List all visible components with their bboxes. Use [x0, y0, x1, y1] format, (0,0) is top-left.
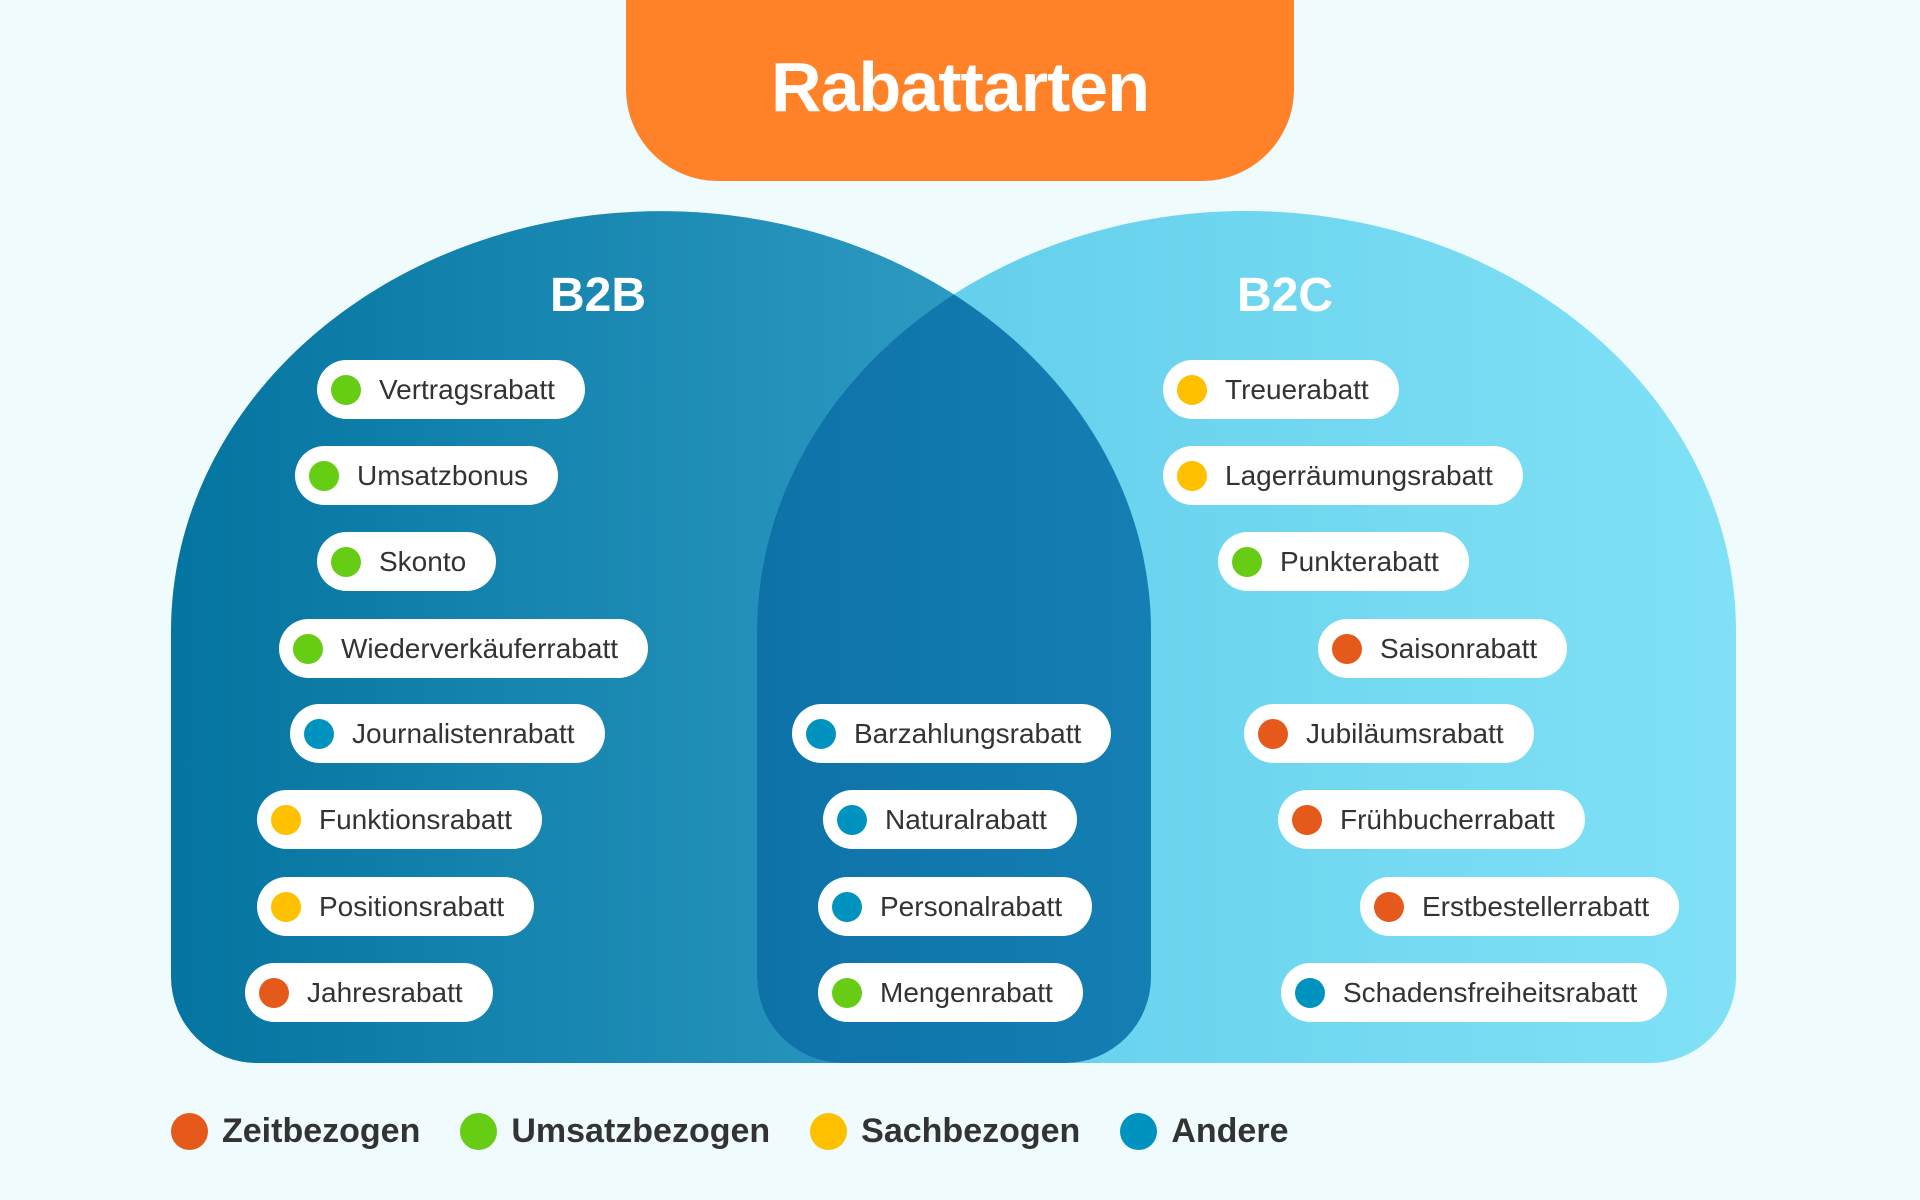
category-dot-icon — [1332, 633, 1362, 664]
discount-label: Journalistenrabatt — [352, 717, 575, 749]
legend: Zeitbezogen Umsatzbezogen Sachbezogen Ander… — [171, 1112, 1328, 1151]
legend-dot-icon — [1120, 1113, 1158, 1150]
legend-item-sach: Sachbezogen — [810, 1112, 1080, 1151]
discount-pill: Saisonrabatt — [1318, 619, 1568, 678]
discount-pill: Wiederverkäuferrabatt — [279, 619, 649, 678]
discount-pill: Journalistenrabatt — [290, 704, 605, 763]
discount-pill: Lagerräumungsrabatt — [1163, 446, 1523, 505]
category-dot-icon — [331, 374, 361, 405]
discount-pill: Jubiläumsrabatt — [1244, 704, 1534, 763]
discount-pill: Jahresrabatt — [245, 963, 493, 1022]
category-dot-icon — [1177, 460, 1207, 491]
discount-label: Frühbucherrabatt — [1340, 803, 1555, 835]
discount-pill: Punkterabatt — [1218, 532, 1469, 591]
legend-item-andere: Andere — [1120, 1112, 1288, 1151]
category-dot-icon — [271, 804, 301, 835]
discount-label: Punkterabatt — [1280, 545, 1439, 577]
discount-label: Erstbestellerrabatt — [1422, 890, 1650, 922]
discount-label: Jubiläumsrabatt — [1306, 717, 1504, 749]
discount-label: Barzahlungsrabatt — [854, 717, 1082, 749]
discount-label: Umsatzbonus — [357, 459, 529, 491]
page-title: Rabattarten — [771, 47, 1150, 126]
category-dot-icon — [331, 546, 361, 577]
legend-dot-icon — [171, 1113, 208, 1150]
discount-pill: Frühbucherrabatt — [1278, 790, 1585, 849]
b2c-label: B2C — [1236, 269, 1334, 322]
category-dot-icon — [832, 891, 862, 922]
category-dot-icon — [1177, 374, 1207, 405]
discount-pill: Mengenrabatt — [818, 963, 1083, 1022]
discount-pill: Funktionsrabatt — [257, 790, 542, 849]
discount-label: Wiederverkäuferrabatt — [341, 632, 619, 664]
b2b-label: B2B — [549, 269, 647, 322]
discount-label: Naturalrabatt — [885, 803, 1047, 835]
category-dot-icon — [837, 804, 867, 835]
discount-pill: Erstbestellerrabatt — [1360, 877, 1680, 936]
category-dot-icon — [304, 718, 334, 749]
discount-label: Skonto — [379, 545, 467, 577]
legend-dot-icon — [460, 1113, 498, 1150]
discount-label: Treuerabatt — [1225, 373, 1369, 405]
discount-pill: Personalrabatt — [818, 877, 1093, 936]
discount-pill: Naturalrabatt — [823, 790, 1077, 849]
discount-label: Schadensfreiheitsrabatt — [1343, 976, 1638, 1008]
legend-label: Sachbezogen — [861, 1112, 1081, 1150]
category-dot-icon — [293, 633, 323, 664]
legend-label: Zeitbezogen — [222, 1112, 421, 1150]
title-banner: Rabattarten — [626, 0, 1294, 181]
legend-label: Andere — [1171, 1112, 1289, 1150]
legend-dot-icon — [810, 1113, 848, 1150]
discount-pill: Treuerabatt — [1163, 360, 1399, 419]
discount-pill: Barzahlungsrabatt — [792, 704, 1112, 763]
discount-pill: Schadensfreiheitsrabatt — [1281, 963, 1668, 1022]
category-dot-icon — [1292, 804, 1322, 835]
discount-pill: Positionsrabatt — [257, 877, 535, 936]
category-dot-icon — [832, 977, 862, 1008]
category-dot-icon — [259, 977, 289, 1008]
overlap-shape — [757, 211, 1151, 1063]
discount-label: Positionsrabatt — [319, 890, 505, 922]
discount-label: Mengenrabatt — [880, 976, 1053, 1008]
category-dot-icon — [1258, 718, 1288, 749]
discount-pill: Skonto — [317, 532, 497, 591]
category-dot-icon — [1295, 977, 1325, 1008]
discount-label: Personalrabatt — [880, 890, 1063, 922]
legend-item-umsatz: Umsatzbezogen — [460, 1112, 770, 1151]
category-dot-icon — [1232, 546, 1262, 577]
discount-pill: Umsatzbonus — [295, 446, 559, 505]
discount-label: Saisonrabatt — [1380, 632, 1538, 664]
category-dot-icon — [271, 891, 301, 922]
category-dot-icon — [806, 718, 836, 749]
category-dot-icon — [309, 460, 339, 491]
discount-label: Lagerräumungsrabatt — [1225, 459, 1493, 491]
legend-item-zeit: Zeitbezogen — [171, 1112, 420, 1151]
discount-label: Vertragsrabatt — [379, 373, 555, 405]
legend-label: Umsatzbezogen — [511, 1112, 771, 1150]
category-dot-icon — [1374, 891, 1404, 922]
discount-label: Funktionsrabatt — [319, 803, 512, 835]
discount-label: Jahresrabatt — [307, 976, 463, 1008]
discount-pill: Vertragsrabatt — [317, 360, 585, 419]
